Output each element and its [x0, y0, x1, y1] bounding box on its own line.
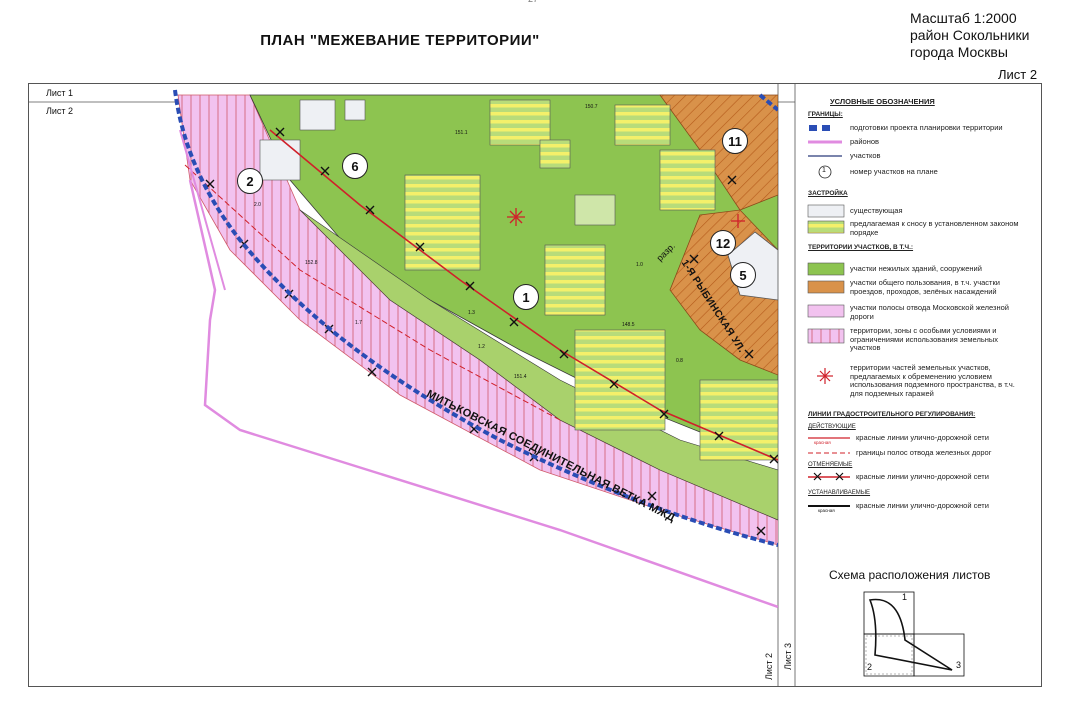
legend-boundaries-head: ГРАНИЦЫ: [808, 111, 843, 118]
green-band [299, 209, 778, 521]
legend-swatch-nonres [807, 262, 845, 276]
legend-swatch-project [809, 125, 817, 131]
underground-use-marker [731, 214, 745, 228]
legend-established: красные линии улично-дорожной сети [856, 501, 989, 510]
legend-swatch-underground [817, 368, 833, 384]
map-frame [28, 83, 1042, 687]
legend-cancelled-sub: ОТМЕНЯЕМЫЕ [808, 462, 853, 468]
height-label: 2.0 [254, 202, 261, 208]
scheme-label-1: 1 [902, 592, 908, 602]
legend-existing: существующая [850, 206, 903, 215]
legend-build-head: ЗАСТРОЙКА [808, 190, 848, 197]
sheet-scheme [863, 591, 965, 677]
scale-text: Масштаб 1:2000 [910, 10, 1017, 26]
legend-district-boundary: районов [850, 137, 880, 146]
legend-swatch-railway [807, 304, 845, 318]
height-label: 148.5 [622, 322, 635, 328]
height-label: 1.2 [478, 344, 485, 350]
project-boundary [173, 89, 778, 547]
parcel-number-2: 2 [237, 168, 263, 194]
legend-nonres: участки нежилых зданий, сооружений [850, 264, 982, 273]
height-label: 0.8 [676, 358, 683, 364]
building-demolish [489, 99, 551, 146]
building-demolish [699, 379, 778, 461]
legend-terr-head: ТЕРРИТОРИИ УЧАСТКОВ, В Т.Ч.: [808, 244, 914, 251]
scheme-sheet-3 [913, 633, 965, 677]
city-text: города Москвы [910, 44, 1008, 60]
legend-swatch-restricted [807, 328, 845, 344]
legend-parcel-number: номер участков на плане [850, 167, 938, 176]
legend-project-boundary: подготовки проекта планировки территории [850, 123, 1003, 132]
legend-red-existing: красные линии улично-дорожной сети [856, 433, 989, 442]
map-area [173, 89, 778, 609]
scheme-label-2: 2 [867, 662, 873, 672]
building-existing [574, 194, 616, 226]
building-demolish [574, 329, 666, 431]
legend-existing-sub: ДЕЙСТВУЮЩИЕ [808, 424, 856, 430]
height-label: 1.0 [636, 262, 643, 268]
legend-demolish: предлагаемая к сносу в установленном зак… [850, 219, 1019, 237]
railway-boundary-line [184, 164, 561, 421]
legend-line-word: красная [814, 440, 831, 445]
legend-underground: территории частей земельных участков, пр… [850, 363, 1015, 398]
legend-established-sub: УСТАНАВЛИВАЕМЫЕ [808, 490, 871, 496]
sheet-row-2: Лист 2 [46, 106, 74, 116]
district-boundary [188, 179, 778, 609]
building-existing [299, 99, 336, 131]
parcel-number-1: 1 [513, 284, 539, 310]
district-boundary [179, 129, 226, 291]
sheet-bottom-2: Лист 2 [764, 652, 774, 680]
building-demolish [539, 139, 571, 169]
parcel-number-5: 5 [730, 262, 756, 288]
building-existing [344, 99, 366, 121]
legend-swatch-number [818, 165, 832, 179]
legend-railway: участки полосы отвода Московской железно… [850, 303, 1009, 321]
height-label: 1.7 [355, 320, 362, 326]
legend-restricted: территории, зоны с особыми условиями и о… [850, 326, 999, 352]
legend-swatch-demolish [807, 220, 845, 234]
legend-symbols [807, 125, 850, 507]
scheme-label-3: 3 [956, 660, 962, 670]
height-label: 151.1 [455, 130, 468, 136]
legend-cancelled: красные линии улично-дорожной сети [856, 472, 989, 481]
legend-swatch-public [807, 280, 845, 294]
parcel-11-zone [659, 94, 778, 211]
parcel-number-6: 6 [342, 153, 368, 179]
legend-marker-number: 1 [822, 167, 826, 174]
height-label: 150.7 [585, 104, 598, 110]
sheet-row-1: Лист 1 [46, 88, 74, 98]
legend-swatch-existing [807, 204, 845, 218]
building-demolish [614, 104, 671, 146]
height-label: 1.3 [468, 310, 475, 316]
legend-rail-boundary: границы полос отвода железных дорог [856, 448, 992, 457]
scheme-outline [868, 598, 953, 671]
sheet-bottom-3: Лист 3 [783, 642, 793, 670]
project-boundary [758, 93, 778, 112]
legend-parcel-boundary: участков [850, 151, 881, 160]
underground-use-marker [507, 208, 525, 226]
legend-lines-head: ЛИНИИ ГРАДОСТРОИТЕЛЬНОГО РЕГУЛИРОВАНИЯ: [808, 411, 976, 418]
red-line-cancelled [269, 129, 778, 461]
sheet-label: Лист 2 [998, 67, 1038, 82]
page-title: ПЛАН "МЕЖЕВАНИЕ ТЕРРИТОРИИ" [260, 32, 540, 49]
building-demolish [404, 174, 481, 271]
district-text: район Сокольники [910, 27, 1030, 43]
height-label: 152.8 [305, 260, 318, 266]
height-label: 151.4 [514, 374, 527, 380]
parcel-number-12: 12 [710, 230, 736, 256]
parcel-number-11: 11 [722, 128, 748, 154]
legend-title: УСЛОВНЫЕ ОБОЗНАЧЕНИЯ [830, 97, 935, 106]
page-number: 27 [528, 0, 538, 4]
building-demolish [544, 244, 606, 316]
scale-block: Масштаб 1:2000 район Сокольники города М… [910, 10, 1029, 61]
building-existing [259, 139, 301, 181]
legend-line-word: красная [818, 508, 835, 513]
legend-public: участки общего пользования, в т.ч. участ… [850, 278, 1000, 296]
scheme-title: Схема расположения листов [829, 568, 991, 582]
building-demolish [659, 149, 716, 211]
